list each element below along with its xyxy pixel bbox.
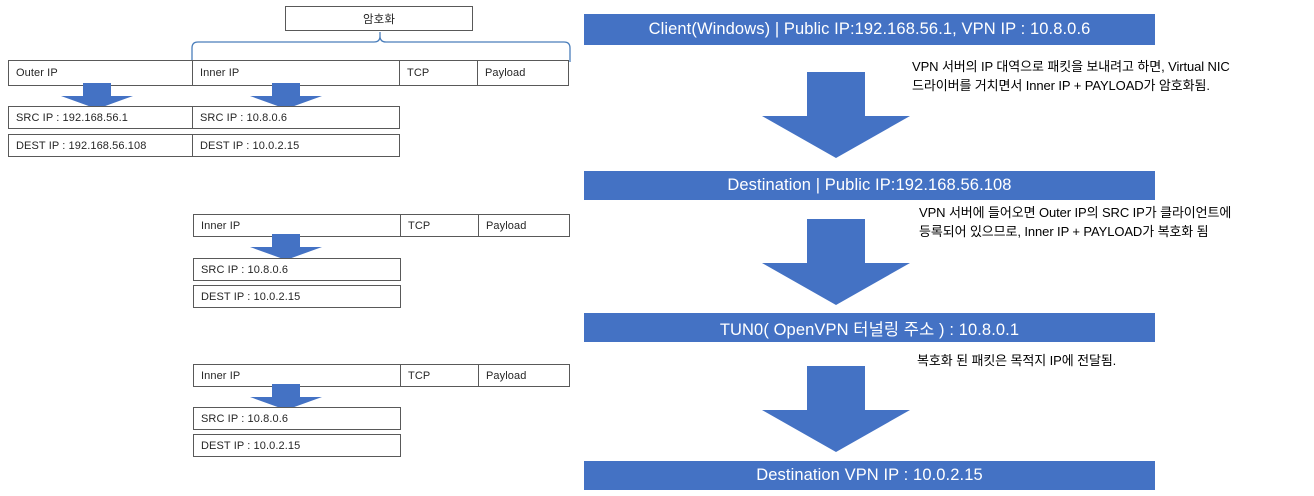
packet-cell-payload: Payload (477, 60, 569, 86)
packet-detail-row-src-outer: SRC IP : 192.168.56.1 SRC IP : 10.8.0.6 (8, 106, 400, 129)
flow-step-client[interactable]: Client(Windows) | Public IP:192.168.56.1… (584, 14, 1155, 45)
packet-cell-dest-inner: DEST IP : 10.0.2.15 (192, 134, 400, 157)
packet-detail-row-dest-outer: DEST IP : 192.168.56.108 DEST IP : 10.0.… (8, 134, 400, 157)
packet-cell-src-inner: SRC IP : 10.8.0.6 (192, 106, 400, 129)
packet-cell-tcp: TCP (399, 60, 478, 86)
packet-header-row-inner-2: Inner IP TCP Payload (193, 364, 570, 387)
note-decrypt-line-2: 등록되어 있으므로, Inner IP + PAYLOAD가 복호화 됨 (919, 223, 1209, 239)
flow-step-tun0[interactable]: TUN0( OpenVPN 터널링 주소 ) : 10.8.0.1 (584, 313, 1155, 342)
down-arrow-icon-inner-ip-2 (250, 234, 322, 260)
encryption-label-box: 암호화 (285, 6, 473, 31)
note-deliver: 복호화 된 패킷은 목적지 IP에 전달됨. (917, 352, 1116, 371)
flow-step-client-label: Client(Windows) | Public IP:192.168.56.1… (648, 20, 1091, 38)
encryption-brace (190, 31, 572, 63)
packet-cell-dest-outer: DEST IP : 192.168.56.108 (8, 134, 193, 157)
packet-cell-tcp-2: TCP (400, 214, 479, 237)
packet-cell-src-inner-2: SRC IP : 10.8.0.6 (193, 258, 401, 281)
flow-step-destination-server-label: Destination | Public IP:192.168.56.108 (727, 176, 1012, 194)
packet-cell-inner-ip-3: Inner IP (193, 364, 401, 387)
packet-cell-src-inner-3: SRC IP : 10.8.0.6 (193, 407, 401, 430)
note-deliver-line-1: 복호화 된 패킷은 목적지 IP에 전달됨. (917, 353, 1117, 368)
note-decrypt-line-1: VPN 서버에 들어오면 Outer IP의 SRC IP가 클라이언트에 (919, 205, 1232, 220)
packet-cell-inner-ip-2: Inner IP (193, 214, 401, 237)
down-arrow-icon-outer-ip (61, 83, 133, 109)
down-arrow-icon-flow-2 (762, 219, 910, 305)
down-arrow-icon-flow-3 (762, 366, 910, 452)
packet-cell-dest-inner-2: DEST IP : 10.0.2.15 (193, 285, 401, 308)
encryption-label-text: 암호화 (362, 13, 396, 26)
packet-header-row-inner-1: Inner IP TCP Payload (193, 214, 570, 237)
packet-cell-src-outer: SRC IP : 192.168.56.1 (8, 106, 193, 129)
flow-step-destination-vpn-ip-label: Destination VPN IP : 10.0.2.15 (756, 466, 983, 484)
packet-cell-dest-inner-3: DEST IP : 10.0.2.15 (193, 434, 401, 457)
note-encrypt: VPN 서버의 IP 대역으로 패킷을 보내려고 하면, Virtual NIC… (912, 58, 1230, 96)
down-arrow-icon-flow-1 (762, 72, 910, 158)
brace-svg (191, 32, 571, 62)
down-arrow-icon-inner-ip-3 (250, 384, 322, 410)
note-decrypt: VPN 서버에 들어오면 Outer IP의 SRC IP가 클라이언트에 등록… (919, 204, 1231, 242)
flow-step-destination-server[interactable]: Destination | Public IP:192.168.56.108 (584, 171, 1155, 200)
note-encrypt-line-1: VPN 서버의 IP 대역으로 패킷을 보내려고 하면, Virtual NIC (912, 59, 1230, 74)
packet-cell-tcp-3: TCP (400, 364, 479, 387)
flow-step-destination-vpn-ip[interactable]: Destination VPN IP : 10.0.2.15 (584, 461, 1155, 490)
flow-step-tun0-label: TUN0( OpenVPN 터널링 주소 ) : 10.8.0.1 (719, 320, 1020, 339)
packet-header-row-outer: Outer IP Inner IP TCP Payload (8, 60, 569, 86)
packet-cell-payload-2: Payload (478, 214, 570, 237)
packet-cell-outer-ip: Outer IP (8, 60, 193, 86)
note-encrypt-line-2: 드라이버를 거치면서 Inner IP + PAYLOAD가 암호화됨. (912, 77, 1210, 93)
packet-cell-payload-3: Payload (478, 364, 570, 387)
down-arrow-icon-inner-ip (250, 83, 322, 109)
